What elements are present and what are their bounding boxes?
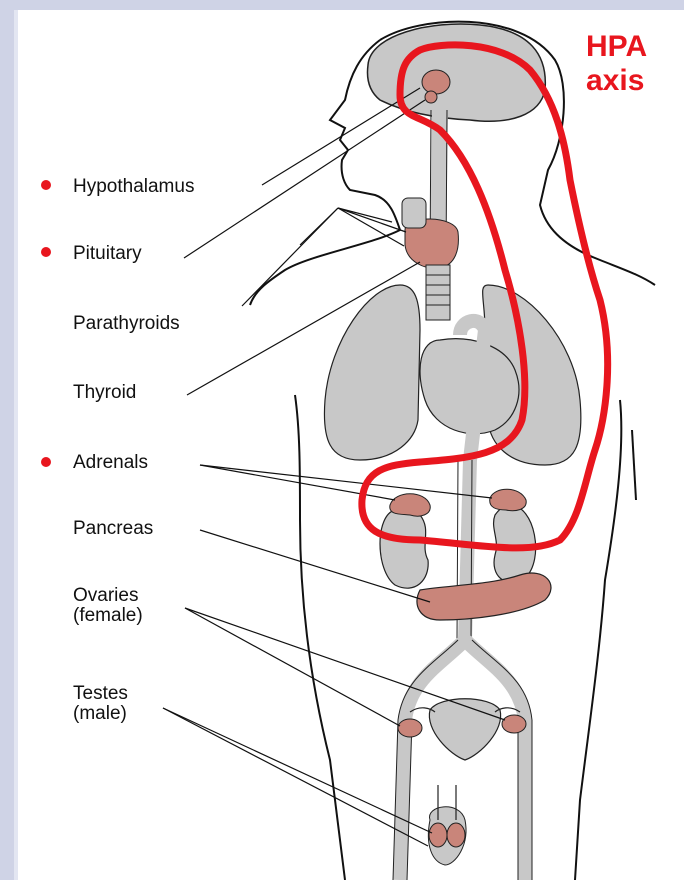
torso-left — [295, 395, 345, 880]
leader-adrenals-b — [200, 465, 492, 498]
title-line-2: axis — [586, 64, 647, 98]
brain — [368, 24, 546, 121]
left-adrenal-gland — [390, 494, 430, 516]
label-ovaries-female: (female) — [73, 605, 143, 626]
label-testes-male: (male) — [73, 703, 127, 724]
left-lung — [324, 285, 420, 460]
arm-inner-right — [632, 430, 636, 500]
hypothalamus-bullet — [41, 180, 51, 190]
adrenals-bullet — [41, 457, 51, 467]
leader-testes-b — [163, 708, 428, 846]
pituitary-gland — [425, 91, 437, 103]
leader-parathyroids-b — [300, 208, 338, 245]
label-pituitary: Pituitary — [73, 243, 142, 264]
right-adrenal-gland — [490, 489, 526, 510]
leader-ovaries-a — [185, 608, 400, 726]
left-kidney — [380, 509, 428, 588]
uterus — [429, 699, 500, 760]
pituitary-bullet — [41, 247, 51, 257]
label-thyroid: Thyroid — [73, 382, 136, 403]
title-line-1: HPA — [586, 30, 647, 64]
label-hypothalamus: Hypothalamus — [73, 176, 194, 197]
larynx — [402, 198, 426, 228]
right-testis — [447, 823, 465, 847]
trachea — [426, 265, 450, 320]
label-adrenals: Adrenals — [73, 452, 148, 473]
label-parathyroids: Parathyroids — [73, 313, 180, 334]
right-ovary — [502, 715, 526, 733]
torso-right — [575, 400, 621, 880]
left-testis — [429, 823, 447, 847]
pancreas-gland — [417, 573, 551, 620]
label-pancreas: Pancreas — [73, 518, 153, 539]
label-testes: Testes — [73, 683, 128, 704]
hypothalamus-gland — [422, 70, 450, 94]
hpa-axis-title: HPA axis — [586, 30, 647, 98]
left-ovary — [398, 719, 422, 737]
label-ovaries: Ovaries — [73, 585, 138, 606]
right-kidney — [494, 505, 536, 582]
leader-testes-a — [163, 708, 432, 833]
leader-parathyroids-e — [338, 208, 392, 222]
